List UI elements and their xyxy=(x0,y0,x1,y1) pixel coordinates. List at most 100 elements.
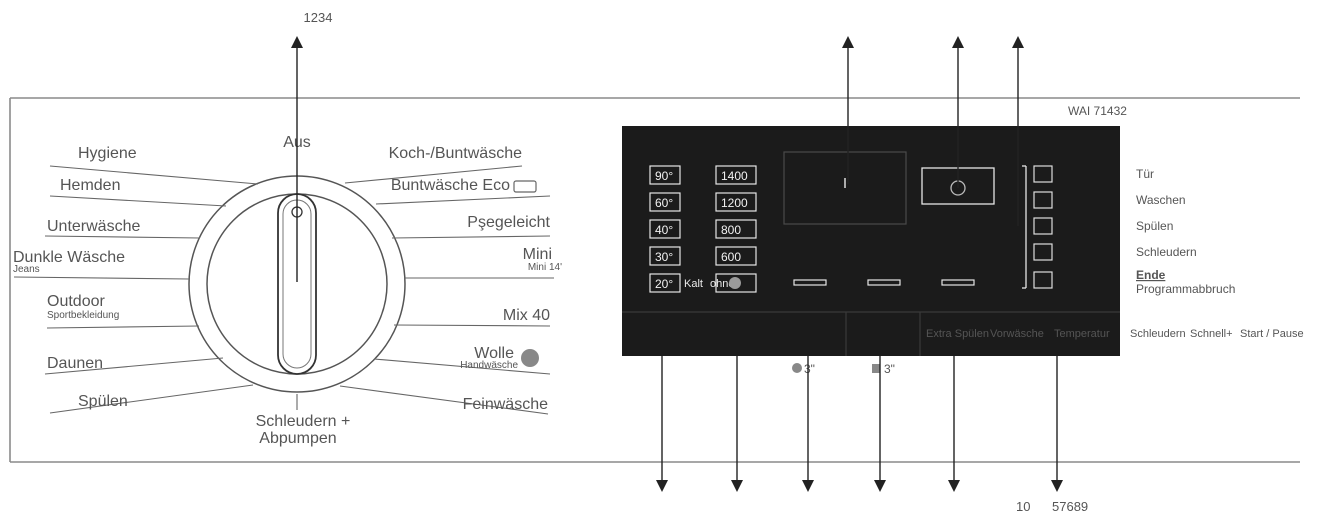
program-dunkle-waesche-sub: Jeans xyxy=(13,264,40,275)
program-hemden: Hemden xyxy=(60,177,120,194)
tick-eco xyxy=(375,195,551,205)
program-mini: Mini xyxy=(523,246,552,263)
speed-label-1200: 1200 xyxy=(721,196,748,210)
option-indicator-3 xyxy=(941,279,975,286)
tick-outdoor xyxy=(46,325,200,329)
tick-fein xyxy=(339,385,549,415)
tick-hemden xyxy=(49,195,227,207)
option-indicator-2 xyxy=(867,279,901,286)
spin-3s-label: 3" xyxy=(804,362,815,376)
rinse-icon xyxy=(1033,217,1053,235)
arrowhead-time-display xyxy=(842,36,854,48)
speed-column: 1400 1200 800 600 xyxy=(715,165,757,293)
eco-tag-icon xyxy=(513,180,537,193)
arrowhead-option-1 xyxy=(802,480,814,492)
program-daunen: Daunen xyxy=(47,355,103,372)
program-mini-sub: Mini 14' xyxy=(528,262,562,273)
arrowhead-option-3 xyxy=(948,480,960,492)
program-outdoor-sub: Sportbekleidung xyxy=(47,310,119,321)
temp-cold-label: Kalt xyxy=(684,278,703,290)
program-wolle: Wolle xyxy=(474,345,514,362)
speed-box-600[interactable] xyxy=(715,246,757,266)
temp-box-60[interactable] xyxy=(649,192,681,212)
phase-schleudern: Schleudern xyxy=(1136,245,1197,259)
speed-label-800: 800 xyxy=(721,223,741,237)
phase-programmabbruch: Programmabbruch xyxy=(1136,282,1235,296)
phase-ende: Ende xyxy=(1136,268,1166,282)
temp-label-20: 20° xyxy=(655,277,673,291)
spin-icon xyxy=(1033,243,1053,261)
button-label-vorwaesche: Vorwäsche xyxy=(990,328,1044,340)
program-pflegeleicht: Pşegeleicht xyxy=(467,214,550,231)
speed-box-800[interactable] xyxy=(715,219,757,239)
program-schleudern: Schleudern + xyxy=(256,413,351,430)
temp-label-60: 60° xyxy=(655,196,673,210)
option-indicator-1 xyxy=(793,279,827,286)
button-label-extra-spuelen: Extra Spülen xyxy=(926,328,989,340)
spin-3s-icon xyxy=(792,363,802,373)
no-spin-icon xyxy=(729,277,741,289)
program-mix-40: Mix 40 xyxy=(503,307,550,324)
program-spuelen: Spülen xyxy=(78,393,128,410)
tick-unterwaesche xyxy=(44,235,201,239)
phase-tuer: Tür xyxy=(1136,167,1154,181)
button-label-temperatur: Temperatur xyxy=(1054,328,1110,340)
program-koch-buntwaesche: Koch-/Buntwäsche xyxy=(389,145,523,162)
temp-box-40[interactable] xyxy=(649,219,681,239)
tick-spuelen xyxy=(49,384,254,414)
callout-bottom-left: 10 xyxy=(1016,499,1030,514)
tick-koch xyxy=(344,165,523,184)
temp-label-90: 90° xyxy=(655,169,673,183)
temp-box-20[interactable] xyxy=(649,273,681,293)
arrowhead-phase-indicators xyxy=(1012,36,1024,48)
arrowhead-lock-display xyxy=(952,36,964,48)
speed-label-1400: 1400 xyxy=(721,169,748,183)
tick-daunen xyxy=(44,357,224,375)
door-icon xyxy=(1033,165,1053,183)
program-abpumpen: Abpumpen xyxy=(259,430,336,447)
arrowhead-dial xyxy=(291,36,303,48)
callout-bottom-right: 57689 xyxy=(1052,499,1088,514)
speed-label-600: 600 xyxy=(721,250,741,264)
display-panel xyxy=(622,126,1120,356)
program-outdoor: Outdoor xyxy=(47,293,105,310)
arrowhead-option-2 xyxy=(874,480,886,492)
button-label-schnell: Schnell+ xyxy=(1190,328,1233,340)
program-hygiene: Hygiene xyxy=(78,145,137,162)
model-number: WAI 71432 xyxy=(1068,104,1127,118)
time-display-window xyxy=(783,151,907,225)
temp-label-30: 30° xyxy=(655,250,673,264)
button-label-start-pause: Start / Pause xyxy=(1240,328,1304,340)
program-wolle-sub: Handwäsche xyxy=(460,360,518,371)
speed-box-1200[interactable] xyxy=(715,192,757,212)
program-buntwaesche-eco: Buntwäsche Eco xyxy=(391,177,510,194)
phase-waschen: Waschen xyxy=(1136,193,1186,207)
arrowhead-start-pause xyxy=(1051,480,1063,492)
arrowhead-temperature xyxy=(656,480,668,492)
callout-top-left: 1234 xyxy=(304,10,333,25)
end-icon xyxy=(1033,271,1053,289)
tick-wolle xyxy=(373,358,551,375)
speed-box-no-spin[interactable] xyxy=(715,273,757,293)
temp-box-30[interactable] xyxy=(649,246,681,266)
tick-dunkle xyxy=(13,276,190,280)
button-label-schleudern: Schleudern xyxy=(1130,328,1186,340)
wash-icon xyxy=(1033,191,1053,209)
tick-pflege xyxy=(391,235,551,239)
tick-mix xyxy=(393,324,551,327)
phase-spuelen: Spülen xyxy=(1136,219,1173,233)
lock-3s-icon xyxy=(872,364,880,373)
program-dunkle-waesche: Dunkle Wäsche xyxy=(13,249,125,266)
speed-box-1400[interactable] xyxy=(715,165,757,185)
program-dial[interactable] xyxy=(188,175,406,393)
lock-3s-label: 3" xyxy=(884,362,895,376)
dial-ticks xyxy=(13,165,554,415)
temp-box-90[interactable] xyxy=(649,165,681,185)
tick-hygiene xyxy=(49,165,259,185)
wool-ball-icon xyxy=(521,349,539,367)
arrowhead-speed xyxy=(731,480,743,492)
program-unterwaesche: Unterwäsche xyxy=(47,218,140,235)
program-feinwaesche: Feinwäsche xyxy=(463,396,548,413)
temp-label-40: 40° xyxy=(655,223,673,237)
